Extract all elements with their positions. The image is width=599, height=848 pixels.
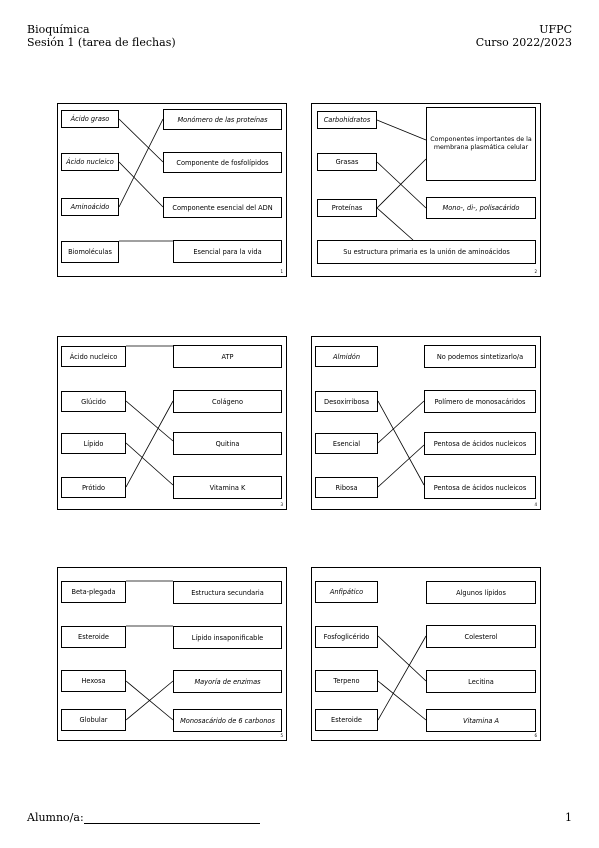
term-box[interactable]: Terpeno bbox=[315, 670, 378, 692]
term-box[interactable]: Carbohidratos bbox=[317, 111, 377, 129]
term-box[interactable]: Desoxirribosa bbox=[315, 391, 378, 412]
term-box[interactable]: Esencial bbox=[315, 433, 378, 454]
slide-number: 5 bbox=[280, 733, 283, 738]
term-box[interactable]: Ácido nucleico bbox=[61, 346, 126, 367]
university-name: UFPC bbox=[539, 23, 572, 36]
definition-box[interactable]: Esencial para la vida bbox=[173, 240, 282, 263]
term-box[interactable]: Esteroide bbox=[61, 626, 126, 648]
term-box[interactable]: Proteínas bbox=[317, 199, 377, 217]
definition-box-wide[interactable]: Su estructura primaria es la unión de am… bbox=[317, 240, 536, 264]
slide-number: 6 bbox=[534, 733, 537, 738]
slide-4: Almidón Desoxirribosa Esencial Ribosa No… bbox=[311, 336, 541, 510]
term-box[interactable]: Fosfoglicérido bbox=[315, 626, 378, 648]
student-name-field: Alumno/a: bbox=[27, 811, 260, 824]
course-year: Curso 2022/2023 bbox=[475, 36, 572, 49]
term-box[interactable]: Anfipático bbox=[315, 581, 378, 603]
definition-box[interactable]: Vitamina A bbox=[426, 709, 536, 732]
definition-box[interactable]: Pentosa de ácidos nucleicos bbox=[424, 432, 536, 455]
slide-3-connectors bbox=[125, 345, 174, 488]
definition-box[interactable]: Monosacárido de 6 carbonos bbox=[173, 709, 282, 732]
slide-6: Anfipático Fosfoglicérido Terpeno Estero… bbox=[311, 567, 541, 741]
slide-5: Beta-plegada Esteroide Hexosa Globular E… bbox=[57, 567, 287, 741]
slide-number: 1 bbox=[280, 269, 283, 274]
term-box[interactable]: Lípido bbox=[61, 433, 126, 454]
term-box[interactable]: Esteroide bbox=[315, 709, 378, 731]
term-box[interactable]: Globular bbox=[61, 709, 126, 731]
definition-box[interactable]: Lecitina bbox=[426, 670, 536, 693]
definition-box[interactable]: Polímero de monosacáridos bbox=[424, 390, 536, 413]
slide-number: 2 bbox=[534, 269, 537, 274]
slide-number: 3 bbox=[280, 502, 283, 507]
definition-box[interactable]: Componente esencial del ADN bbox=[163, 197, 282, 218]
page-number: 1 bbox=[565, 811, 572, 824]
definition-box[interactable]: Pentosa de ácidos nucleicos bbox=[424, 476, 536, 499]
definition-box[interactable]: Colágeno bbox=[173, 390, 282, 413]
definition-box[interactable]: Vitamina K bbox=[173, 476, 282, 499]
term-box[interactable]: Glúcido bbox=[61, 391, 126, 412]
term-box[interactable]: Grasas bbox=[317, 153, 377, 171]
slide-2: Carbohidratos Grasas Proteínas Component… bbox=[311, 103, 541, 277]
definition-box[interactable]: Monómero de las proteínas bbox=[163, 109, 282, 130]
definition-box[interactable]: No podemos sintetizarlo/a bbox=[424, 345, 536, 368]
term-box[interactable]: Ácido nucleico bbox=[61, 153, 119, 171]
definition-box[interactable]: Componentes importantes de la membrana p… bbox=[426, 107, 536, 181]
definition-box[interactable]: Lípido insaponificable bbox=[173, 626, 282, 649]
slide-3: Ácido nucleico Glúcido Lípido Prótido AT… bbox=[57, 336, 287, 510]
term-box[interactable]: Almidón bbox=[315, 346, 378, 367]
header-right: UFPC Curso 2022/2023 bbox=[476, 23, 572, 49]
definition-box[interactable]: Colesterol bbox=[426, 625, 536, 648]
subject-title: Bioquímica bbox=[27, 23, 90, 36]
slide-number: 4 bbox=[534, 502, 537, 507]
header-left: Bioquímica Sesión 1 (tarea de flechas) bbox=[27, 23, 176, 49]
definition-box[interactable]: Mayoría de enzimas bbox=[173, 670, 282, 693]
term-box[interactable]: Aminoácido bbox=[61, 198, 119, 216]
slide-4-connectors bbox=[377, 400, 425, 488]
term-box[interactable]: Biomoléculas bbox=[61, 241, 119, 263]
term-box[interactable]: Ácido graso bbox=[61, 110, 119, 128]
term-box[interactable]: Prótido bbox=[61, 477, 126, 498]
student-label: Alumno/a: bbox=[27, 811, 84, 824]
definition-box[interactable]: Quitina bbox=[173, 432, 282, 455]
session-title: Sesión 1 (tarea de flechas) bbox=[27, 36, 176, 49]
slide-1-connectors bbox=[118, 118, 173, 242]
definition-box[interactable]: Estructura secundaria bbox=[173, 581, 282, 604]
slide-2-connectors bbox=[376, 119, 427, 241]
student-name-line[interactable] bbox=[83, 813, 260, 824]
definition-box[interactable]: Mono-, di-, polisacárido bbox=[426, 197, 536, 219]
term-box[interactable]: Hexosa bbox=[61, 670, 126, 692]
definition-box[interactable]: Componente de fosfolípidos bbox=[163, 152, 282, 173]
slide-5-connectors bbox=[125, 580, 174, 721]
term-box[interactable]: Beta-plegada bbox=[61, 581, 126, 603]
definition-box[interactable]: Algunos lípidos bbox=[426, 581, 536, 604]
slide-6-connectors bbox=[377, 635, 427, 721]
definition-box[interactable]: ATP bbox=[173, 345, 282, 368]
term-box[interactable]: Ribosa bbox=[315, 477, 378, 498]
slide-1: Ácido graso Ácido nucleico Aminoácido Bi… bbox=[57, 103, 287, 277]
